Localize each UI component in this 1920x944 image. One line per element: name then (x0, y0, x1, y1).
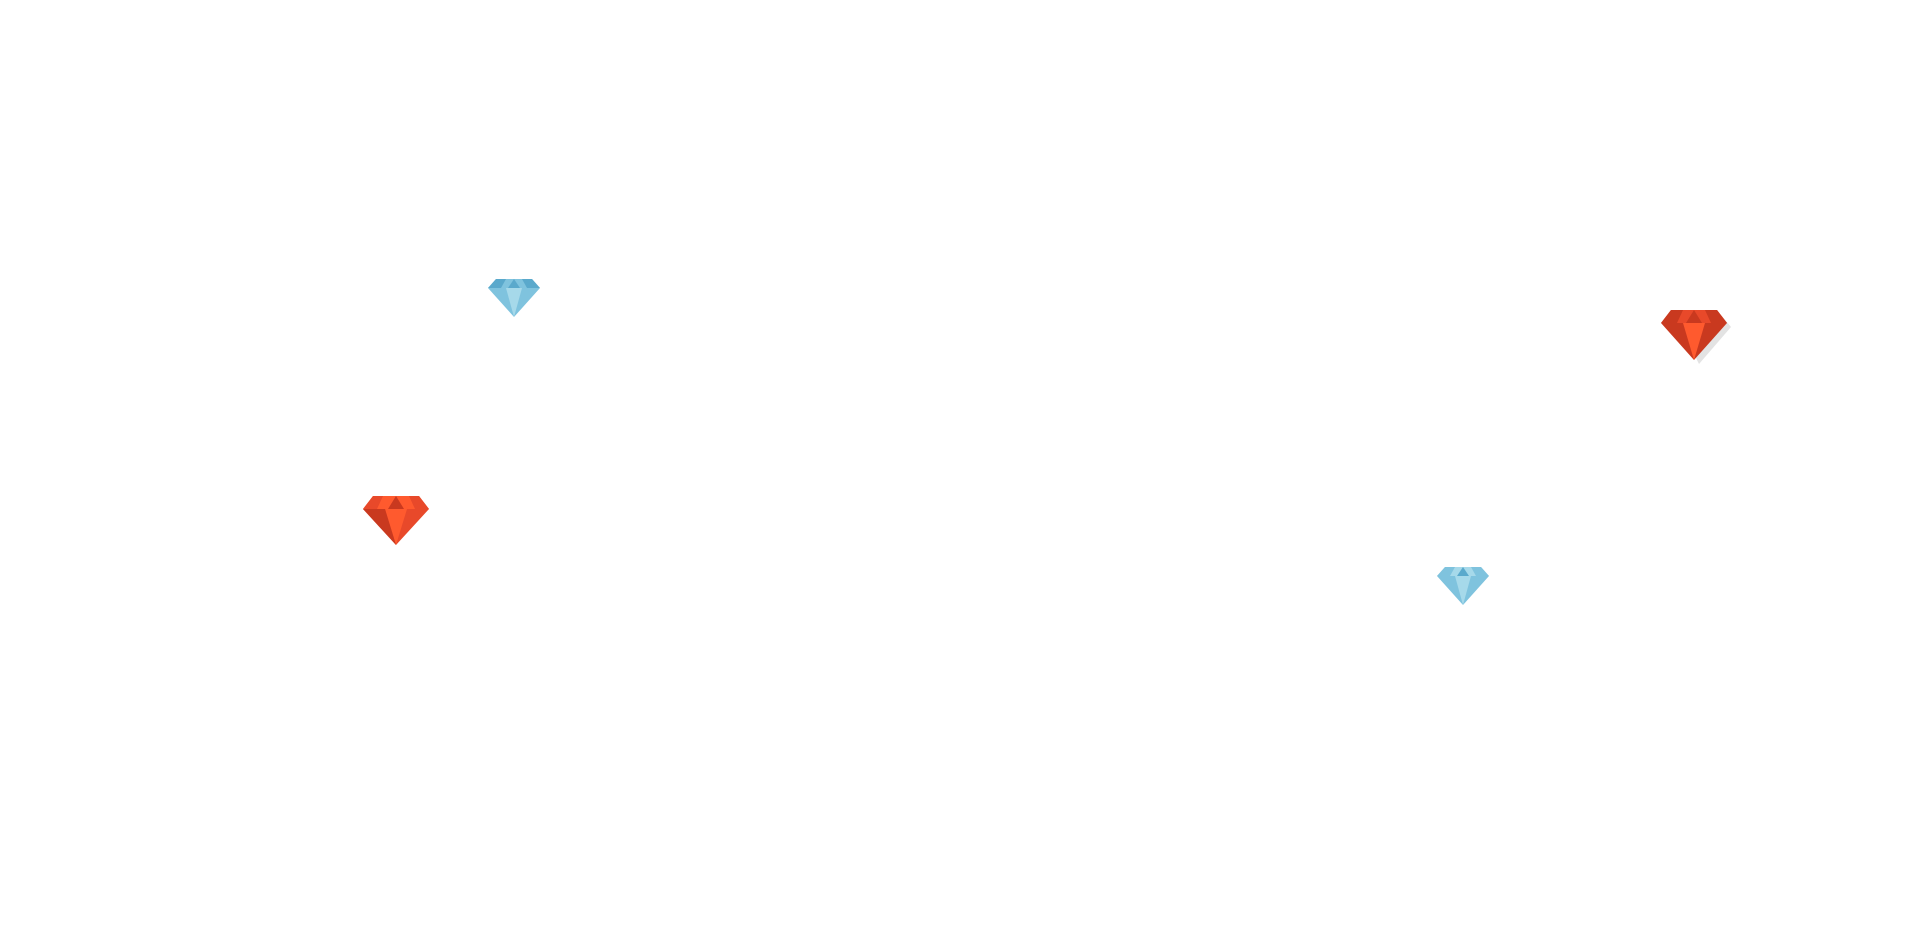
gem-pavilion-center (506, 288, 522, 317)
gem-crown-left (363, 496, 383, 509)
gem-pavilion-center (1683, 323, 1705, 360)
gem-crown-center (508, 279, 520, 288)
gem-crown-right (1471, 567, 1489, 576)
gem-pavilion-left (363, 509, 396, 545)
gem-crown-right (409, 496, 429, 509)
diamond-icon (1437, 567, 1489, 605)
gem-crown-right (1705, 310, 1727, 323)
gem-crown-left (1661, 310, 1683, 323)
ruby-icon (363, 496, 429, 545)
gem-crown-left (1437, 567, 1455, 576)
gem-pavilion-center (1455, 576, 1471, 605)
ruby-icon (1661, 310, 1731, 364)
gem-crown-center (388, 496, 404, 509)
gem-crown-center (1686, 310, 1702, 323)
gem-crown-right (522, 279, 540, 288)
diamond-icon (488, 279, 540, 317)
gem-crown-left (488, 279, 506, 288)
gem-crown-center (1457, 567, 1469, 576)
gem-pavilion-center (385, 509, 407, 545)
